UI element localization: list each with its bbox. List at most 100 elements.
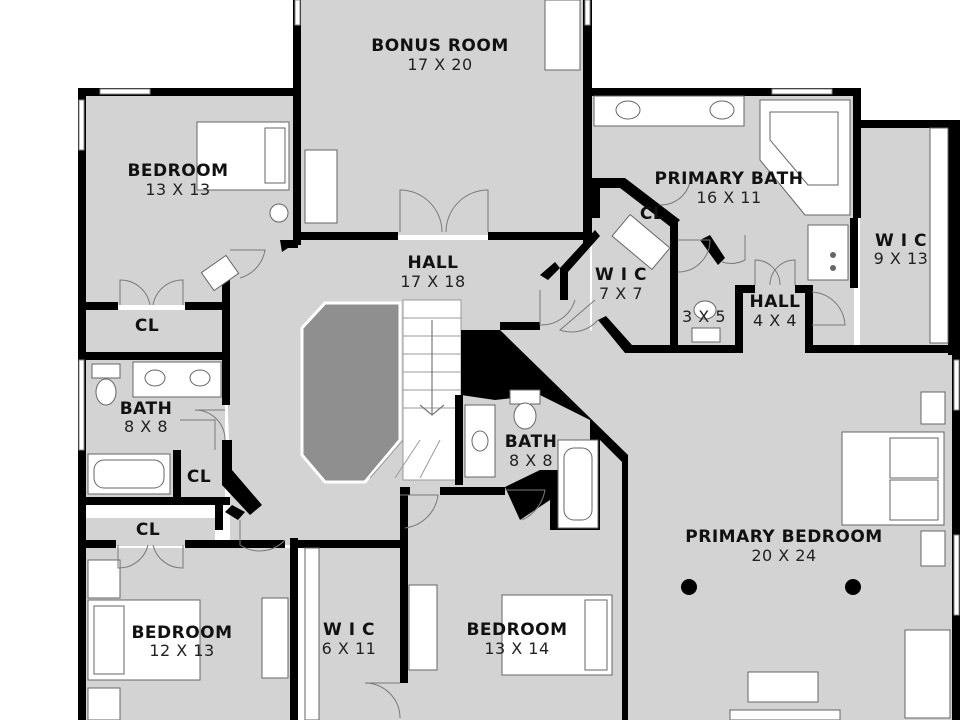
nightstand	[87, 559, 121, 599]
wall	[225, 505, 245, 520]
dim-wic-south: 6 X 11	[322, 639, 377, 658]
tub-basin	[563, 447, 593, 521]
label-bath-west: BATH	[120, 399, 173, 419]
toilet	[95, 378, 117, 406]
floor-wic-south	[305, 548, 400, 720]
wall	[598, 316, 678, 353]
window	[99, 88, 151, 95]
wall	[78, 302, 118, 310]
shower-drain	[830, 252, 836, 258]
wall	[293, 232, 398, 240]
wall	[78, 88, 300, 96]
label-cl-west-1: CL	[135, 316, 159, 336]
door-swing	[811, 291, 846, 326]
bench	[747, 671, 819, 703]
label-bedroom-nw: BEDROOM	[127, 161, 228, 181]
pillow	[889, 479, 939, 521]
table	[729, 709, 841, 720]
column	[845, 579, 861, 595]
tub-basin	[769, 111, 839, 186]
dim-bedroom-sw: 12 X 13	[149, 641, 214, 660]
dim-toilet-room: 3 X 5	[682, 307, 726, 326]
door-swing	[400, 494, 439, 529]
nightstand	[87, 687, 121, 720]
windows	[78, 0, 960, 616]
toilet	[693, 300, 717, 320]
door-swing	[721, 235, 746, 264]
dresser	[408, 584, 438, 671]
window	[771, 88, 833, 95]
wall	[298, 540, 400, 548]
wall	[735, 285, 743, 353]
dim-wic-center: 7 X 7	[599, 284, 643, 303]
label-bath-center: BATH	[505, 432, 558, 452]
label-wic-ne: W I C	[875, 231, 927, 251]
wall	[678, 345, 743, 353]
label-bedroom-sw: BEDROOM	[131, 623, 232, 643]
door-swing	[364, 682, 401, 719]
toilet	[513, 402, 537, 430]
label-hall-main: HALL	[407, 253, 458, 273]
wic-shelf	[304, 547, 320, 720]
label-bonus-room: BONUS ROOM	[371, 36, 509, 56]
pillow	[93, 605, 125, 675]
dim-hall-main: 17 X 18	[400, 272, 465, 291]
wall	[185, 540, 285, 548]
wall	[805, 288, 813, 350]
sink	[144, 369, 166, 387]
floor-cl-west-1	[85, 310, 225, 355]
label-bedroom-s: BEDROOM	[466, 620, 567, 640]
wall	[805, 345, 960, 353]
linen-shelf	[611, 213, 671, 271]
wall	[78, 540, 116, 548]
wall	[215, 500, 223, 530]
door-swing	[539, 290, 576, 326]
nightstand	[920, 530, 946, 567]
wall	[948, 120, 960, 355]
window	[953, 359, 960, 411]
label-wic-center: W I C	[595, 265, 647, 285]
dim-bath-west: 8 X 8	[124, 417, 168, 436]
dim-bedroom-nw: 13 X 13	[145, 180, 210, 199]
door-swing	[180, 419, 216, 450]
window	[294, 0, 301, 26]
wall	[853, 120, 960, 128]
wall	[78, 497, 230, 505]
wall	[185, 302, 230, 310]
wall	[290, 538, 298, 720]
window	[584, 0, 591, 26]
wall	[560, 230, 600, 300]
pillow	[584, 599, 608, 671]
sink	[471, 430, 489, 452]
window	[78, 99, 85, 151]
furniture-cabinet	[544, 0, 581, 71]
floor-bonus-room	[300, 0, 585, 235]
lamp	[269, 203, 289, 223]
fixtures	[87, 0, 951, 720]
wall	[670, 222, 678, 347]
wall	[280, 240, 298, 252]
wall	[585, 88, 855, 96]
toilet-tank	[91, 363, 121, 379]
label-wic-south: W I C	[323, 620, 375, 640]
wall	[293, 0, 301, 245]
label-hall-small: HALL	[749, 292, 800, 312]
door-swing	[754, 259, 781, 286]
wall	[500, 322, 540, 330]
door-swing	[152, 279, 184, 306]
wall	[455, 395, 463, 485]
wall	[78, 505, 86, 545]
doors	[117, 181, 846, 719]
door-swing	[445, 189, 489, 233]
wall	[540, 262, 560, 280]
nightstand	[920, 391, 946, 425]
label-primary-bath: PRIMARY BATH	[655, 169, 804, 189]
wall	[440, 487, 505, 495]
label-primary-bedroom: PRIMARY BEDROOM	[685, 527, 882, 547]
wall	[222, 355, 230, 405]
wall	[400, 487, 410, 495]
wall	[222, 440, 262, 515]
dim-wic-ne: 9 X 13	[874, 249, 929, 268]
door-swing	[769, 259, 796, 286]
